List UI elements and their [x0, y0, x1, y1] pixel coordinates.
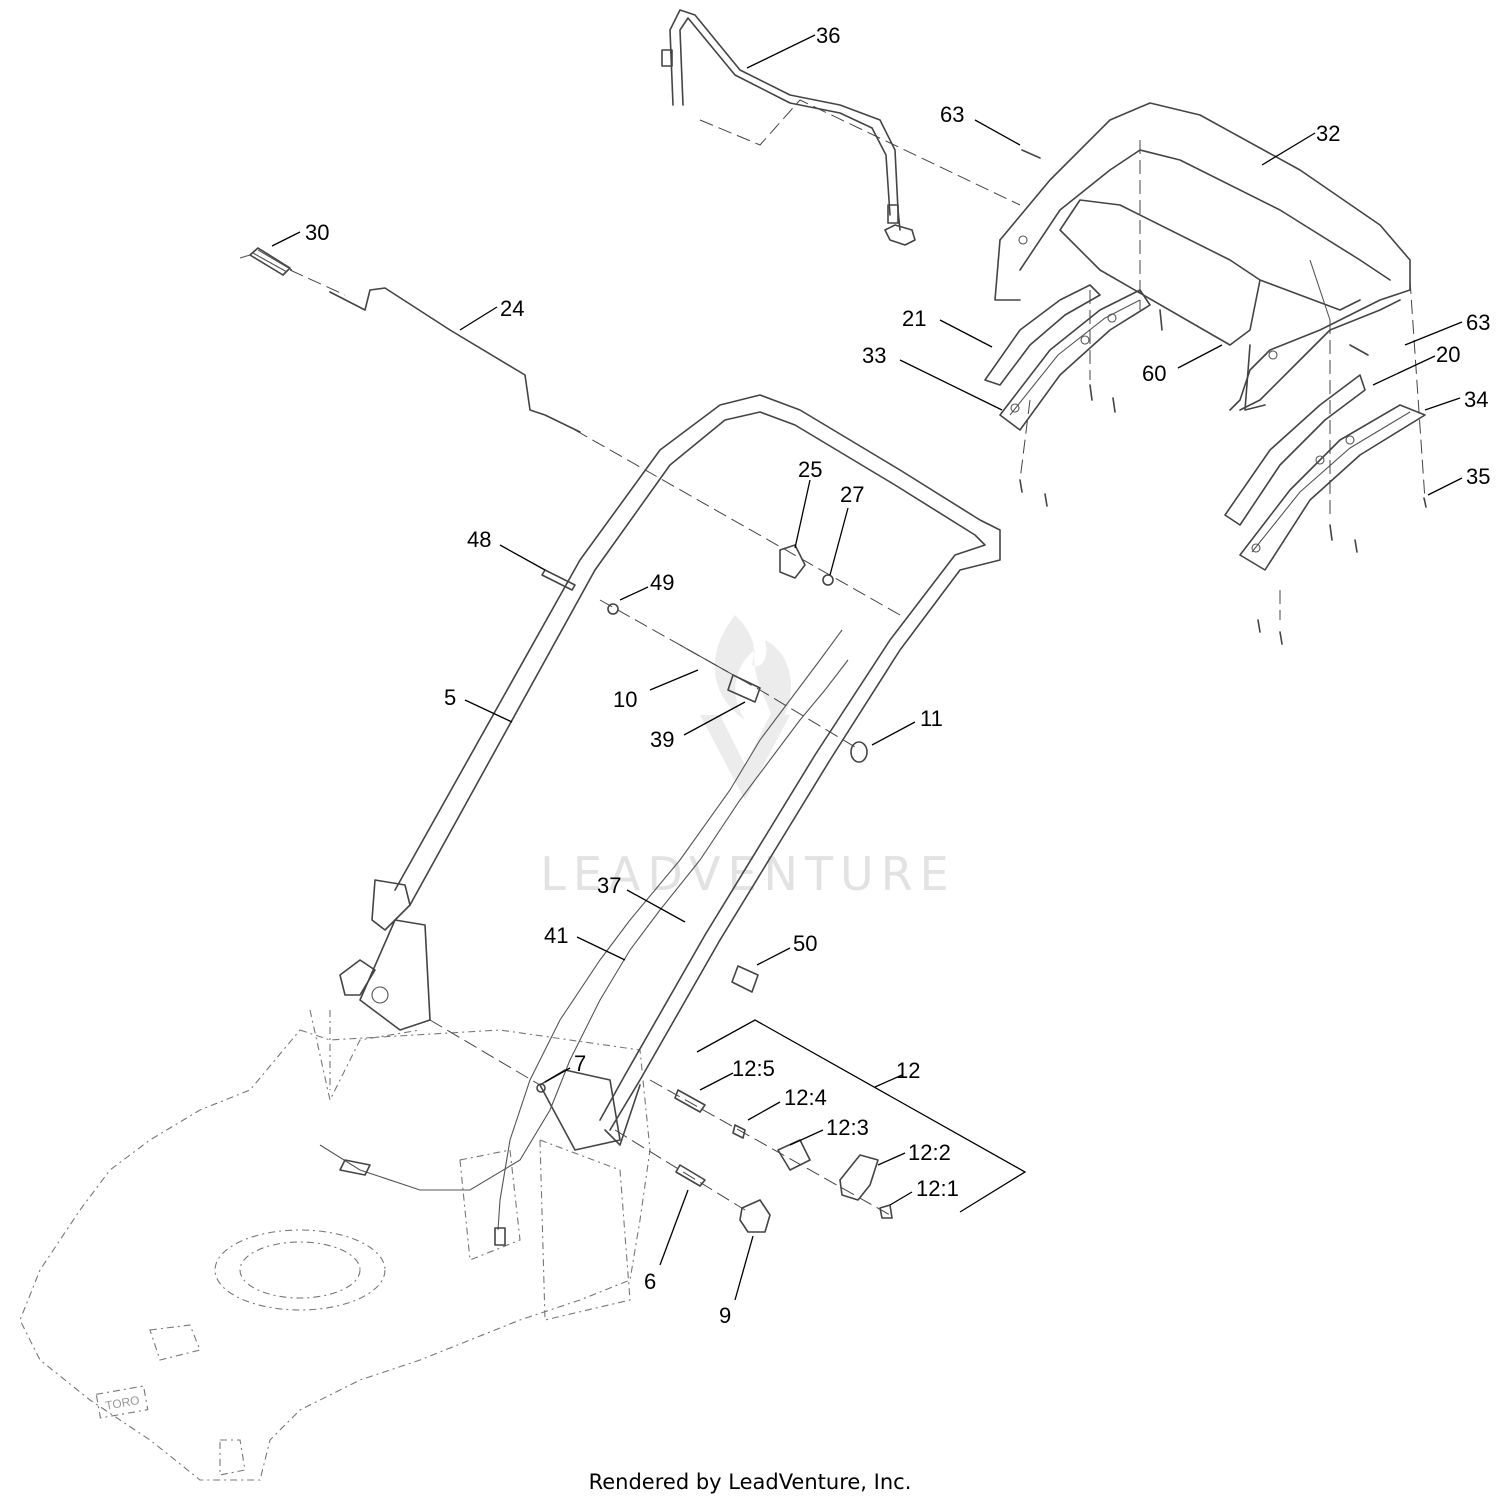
callout-32: 32 [1316, 121, 1340, 146]
callout-21: 21 [902, 306, 926, 331]
callout-12-3: 12:3 [826, 1115, 869, 1140]
callout-41: 41 [544, 923, 568, 948]
callout-35: 35 [1466, 464, 1490, 489]
watermark-logo [700, 615, 792, 800]
callout-34: 34 [1464, 387, 1488, 412]
mower-deck: TORO [19, 1009, 651, 1481]
callout-25: 25 [798, 457, 822, 482]
callout-33: 33 [862, 343, 886, 368]
callout-12: 12 [896, 1058, 920, 1083]
callout-63-top: 63 [940, 102, 964, 127]
bail-handle [661, 9, 916, 246]
alignment-lines [289, 99, 1426, 1216]
watermark-text: LEADVENTURE [540, 847, 956, 901]
callout-48: 48 [467, 527, 491, 552]
footer-credit: Rendered by LeadVenture, Inc. [588, 1470, 912, 1494]
callout-49: 49 [650, 570, 674, 595]
callout-27: 27 [840, 482, 864, 507]
callout-24: 24 [500, 296, 524, 321]
callout-5: 5 [444, 685, 456, 710]
callout-20: 20 [1436, 342, 1460, 367]
callout-labels: 36 63 32 30 24 21 63 33 20 60 34 35 25 2… [305, 23, 1490, 1328]
callout-60: 60 [1142, 361, 1166, 386]
hardware [536, 149, 1427, 1093]
upper-handle [994, 102, 1411, 411]
callout-6: 6 [644, 1269, 656, 1294]
spring [239, 247, 293, 276]
control-rod [329, 287, 581, 433]
callout-10: 10 [613, 687, 637, 712]
callout-30: 30 [305, 220, 329, 245]
callout-12-2: 12:2 [908, 1140, 951, 1165]
guard-rail-left [984, 284, 1151, 431]
callout-9: 9 [719, 1303, 731, 1328]
callout-12-5: 12:5 [732, 1056, 775, 1081]
main-handle [394, 394, 1001, 1146]
callout-12-4: 12:4 [784, 1085, 827, 1110]
callout-50: 50 [793, 931, 817, 956]
guard-rail-right [1224, 374, 1426, 571]
handle-bracket-left [339, 879, 621, 1151]
callout-11: 11 [920, 706, 943, 731]
leader-lines [271, 34, 1463, 1301]
knob-assembly [674, 1089, 893, 1233]
callout-37: 37 [597, 873, 621, 898]
callout-7: 7 [574, 1051, 586, 1076]
callout-63-right: 63 [1466, 310, 1490, 335]
control-cables [319, 629, 849, 1246]
deck-logo: TORO [104, 1393, 140, 1413]
callout-12-1: 12:1 [916, 1176, 959, 1201]
callout-36: 36 [816, 23, 840, 48]
callout-39: 39 [650, 727, 674, 752]
